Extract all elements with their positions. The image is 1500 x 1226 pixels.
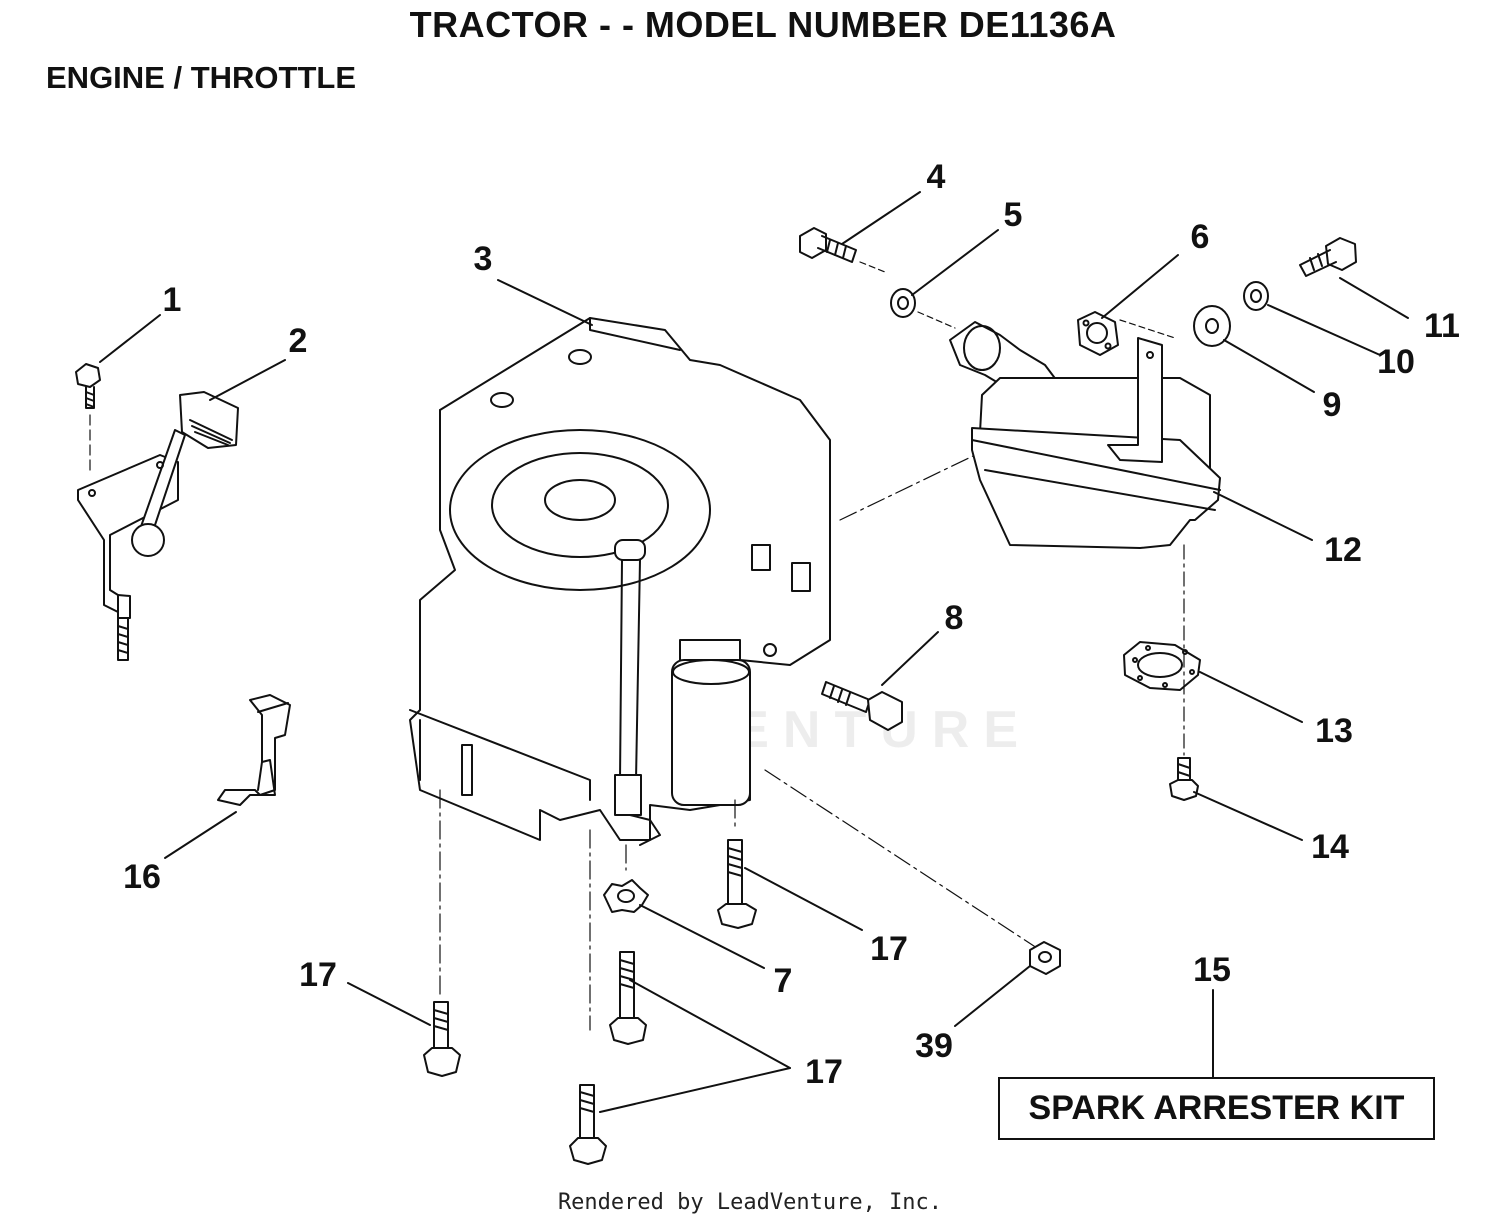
footer-credit: Rendered by LeadVenture, Inc.: [557, 1190, 943, 1215]
callout-4: 4: [927, 158, 946, 196]
callout-7: 7: [774, 962, 793, 1000]
callout-10: 10: [1377, 343, 1415, 381]
callout-13: 13: [1315, 712, 1353, 750]
part-4-bolt: [799, 227, 857, 263]
callout-17-a: 17: [870, 930, 908, 968]
part-14-screw: [1169, 757, 1199, 801]
part-1-bolt: [75, 363, 101, 409]
part-8-bolt: [821, 681, 903, 731]
part-17-bolt-b: [609, 951, 647, 1045]
callout-6: 6: [1191, 218, 1210, 256]
callout-15: 15: [1193, 951, 1231, 989]
part-17-bolt-d: [569, 1084, 607, 1165]
callout-17-c: 17: [805, 1053, 843, 1091]
part-5-washer: [890, 288, 916, 318]
section-subtitle: ENGINE / THROTTLE: [46, 60, 356, 95]
part-39-nut: [1029, 941, 1061, 975]
part-2-throttle-control: [77, 391, 239, 661]
callout-2: 2: [289, 322, 308, 360]
part-10-washer: [1243, 281, 1269, 311]
callout-9: 9: [1323, 386, 1342, 424]
callout-39: 39: [915, 1027, 953, 1065]
callout-8: 8: [945, 599, 964, 637]
part-3-engine: [409, 317, 831, 846]
callout-16: 16: [123, 858, 161, 896]
part-9-washer: [1193, 305, 1231, 347]
callout-5: 5: [1004, 196, 1023, 234]
part-6-gasket: [1077, 311, 1119, 356]
spark-arrester-kit-label: SPARK ARRESTER KIT: [998, 1077, 1435, 1140]
part-17-bolt-a: [717, 839, 757, 929]
callout-11: 11: [1424, 307, 1460, 345]
callout-12: 12: [1324, 531, 1362, 569]
part-16-bracket: [217, 694, 291, 806]
part-7-washer: [603, 879, 649, 913]
callout-1: 1: [163, 281, 182, 319]
part-11-bolt: [1299, 237, 1357, 277]
part-12-muffler: [949, 321, 1221, 549]
part-13-screen: [1123, 641, 1201, 691]
part-17-bolt-c: [423, 1001, 461, 1077]
callout-14: 14: [1311, 828, 1349, 866]
diagram-title: TRACTOR - - MODEL NUMBER DE1136A: [409, 4, 1117, 45]
callout-3: 3: [474, 240, 493, 278]
callout-17-b: 17: [299, 956, 337, 994]
